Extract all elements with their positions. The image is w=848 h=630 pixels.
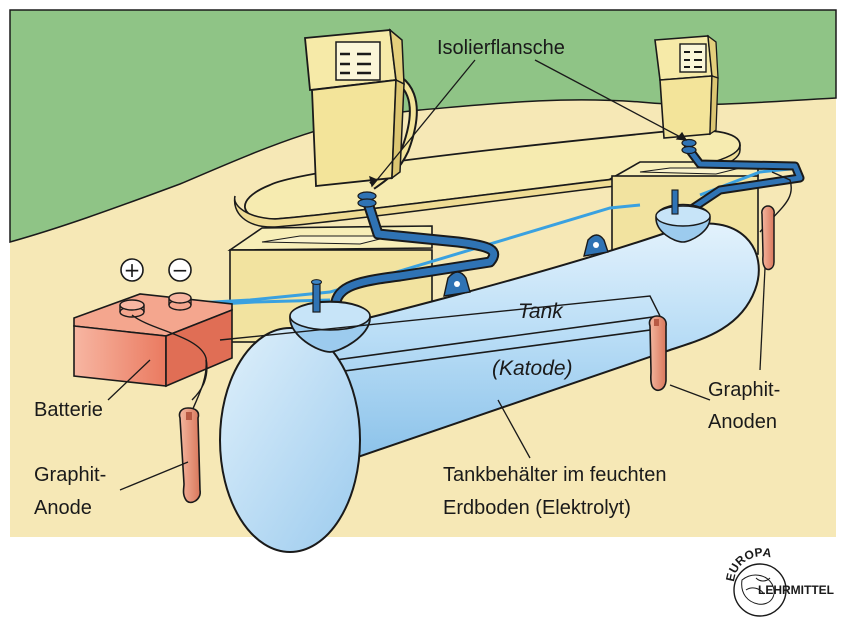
- fuel-pump-right: [655, 36, 718, 138]
- label-isolierflansche: Isolierflansche: [437, 37, 565, 59]
- label-tank: Tank: [518, 300, 564, 323]
- label-graphit-anode-1: Graphit-: [34, 464, 106, 486]
- label-tankbehaelter-1: Tankbehälter im feuchten: [443, 464, 666, 486]
- label-graphit-anoden-1: Graphit-: [708, 379, 780, 401]
- plus-symbol-text: +: [124, 258, 141, 282]
- isolating-flange-left: [358, 192, 376, 207]
- label-graphit-anoden-2: Anoden: [708, 411, 777, 433]
- label-batterie: Batterie: [34, 399, 103, 421]
- tank-end-cap: [220, 328, 360, 552]
- label-katode: (Katode): [492, 357, 573, 380]
- graphite-anode-right: [762, 206, 774, 269]
- fuel-pump-left: [305, 30, 413, 186]
- europa-lehrmittel-logo: EUROPA LEHRMITTEL: [723, 545, 834, 616]
- label-tankbehaelter-2: Erdboden (Elektrolyt): [443, 497, 631, 519]
- graphite-anode-middle: [649, 316, 666, 390]
- minus-symbol-text: −: [172, 258, 189, 282]
- logo-text-bottom: LEHRMITTEL: [758, 583, 834, 597]
- label-graphit-anode-2: Anode: [34, 497, 92, 519]
